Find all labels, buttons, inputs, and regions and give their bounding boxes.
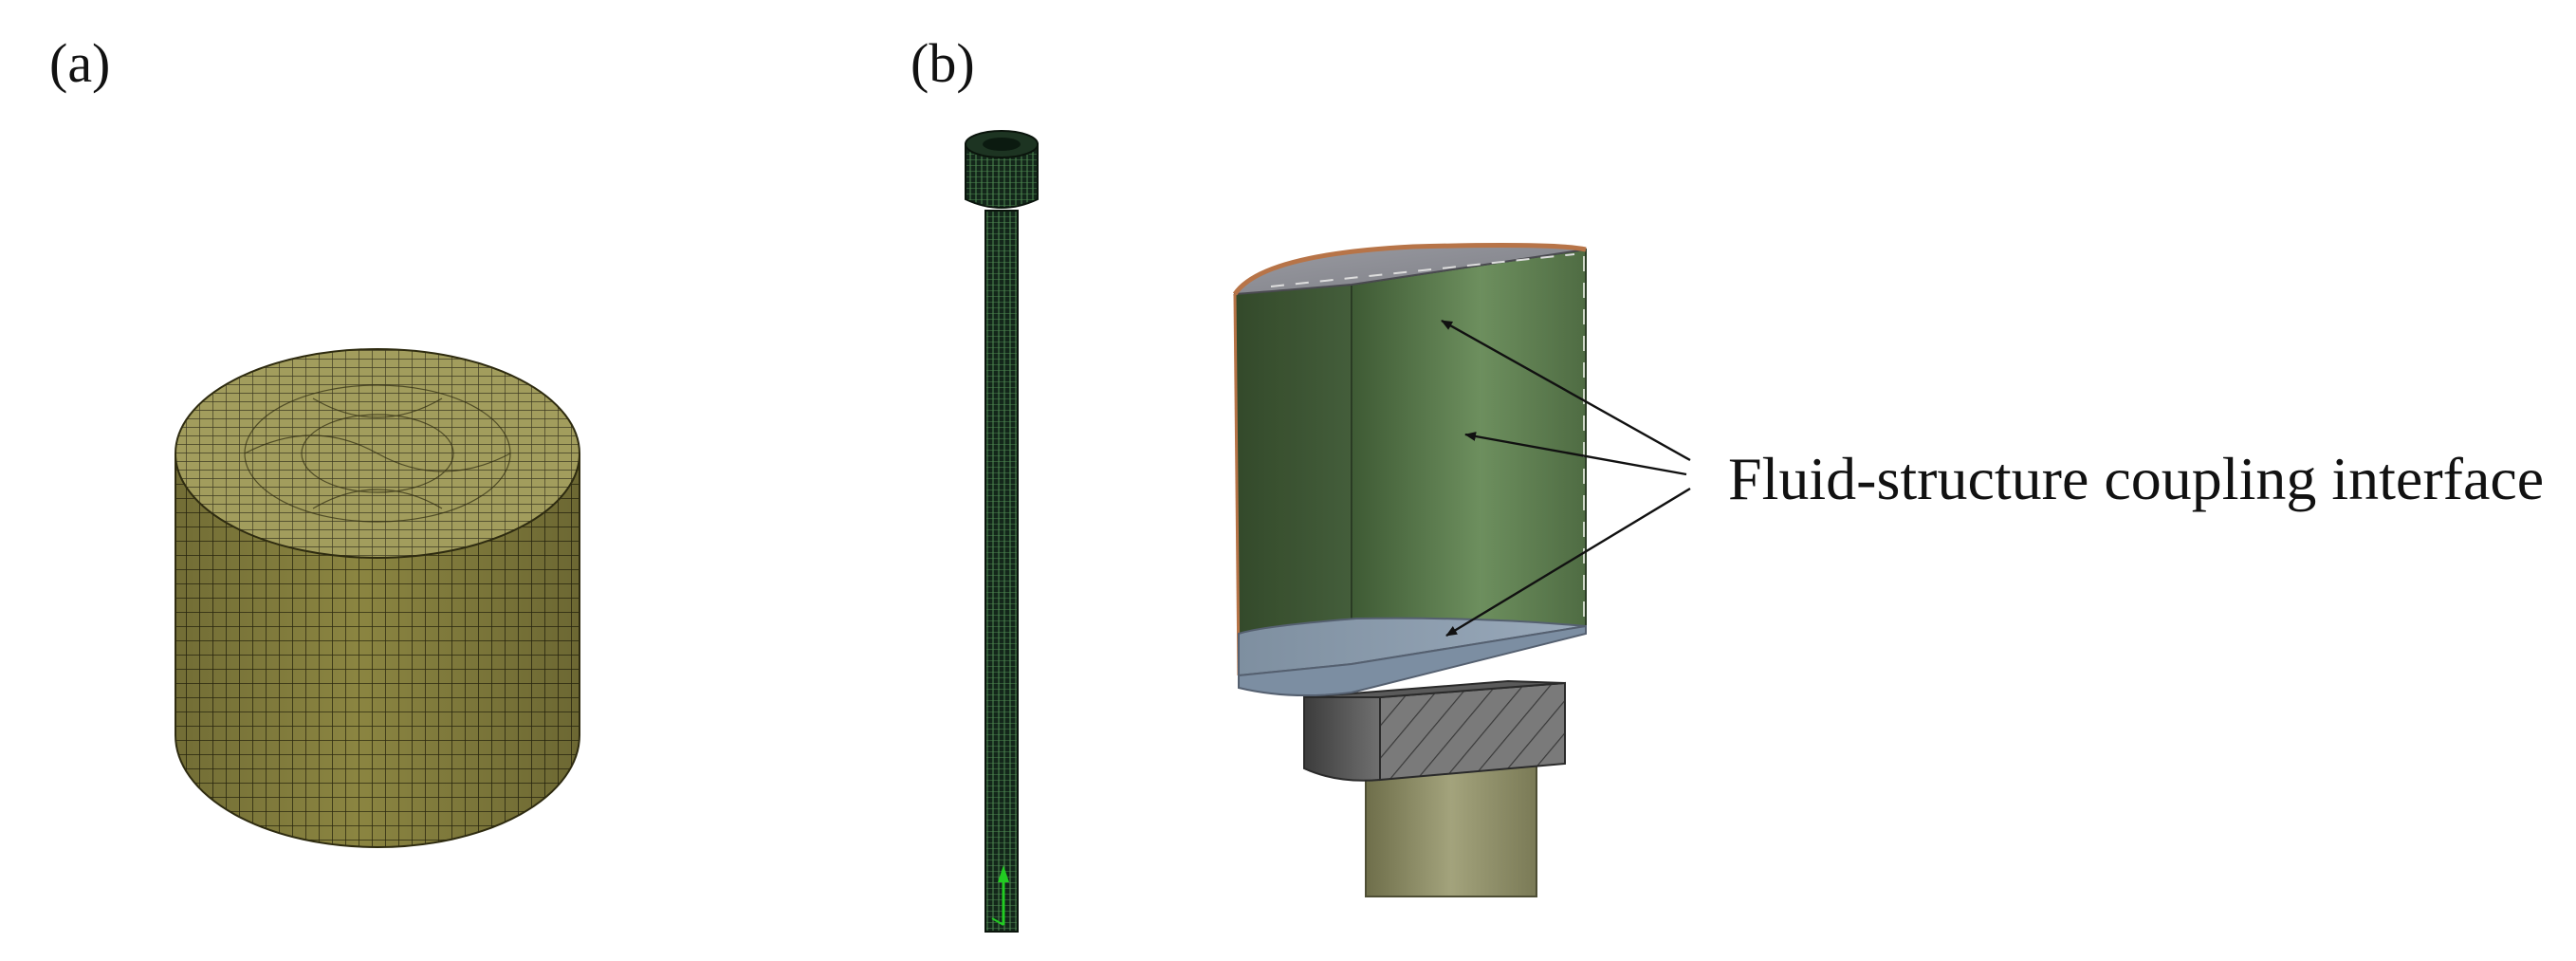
rod-shaft [984,210,1019,933]
panel-a-meshed-cylinder [175,348,580,848]
shell-copper-rim [1232,243,1587,296]
fluid-cut-face [1351,248,1587,666]
fluid-bottom-interface [1238,617,1587,677]
panel-b-fluid-domain [1232,243,1587,897]
arrow-to-bottom-interface [1445,487,1691,638]
arrow-to-side-interface [1464,432,1687,476]
coupling-interface-label: Fluid-structure coupling interface [1728,445,2545,512]
rod-head [965,143,1039,209]
connector-block-side [1303,696,1381,782]
panel-a-label: (a) [49,32,111,94]
annotation-arrows [1441,319,1691,638]
top-face-paving [244,384,511,523]
axis-triad-icon [991,865,1009,926]
panel-b-rod [965,130,1039,933]
connector-block-hatched-section [1379,681,1566,782]
cylinder-side-shading [175,453,580,847]
arrow-to-top-interface [1441,319,1691,462]
panel-b-label: (b) [911,32,975,94]
